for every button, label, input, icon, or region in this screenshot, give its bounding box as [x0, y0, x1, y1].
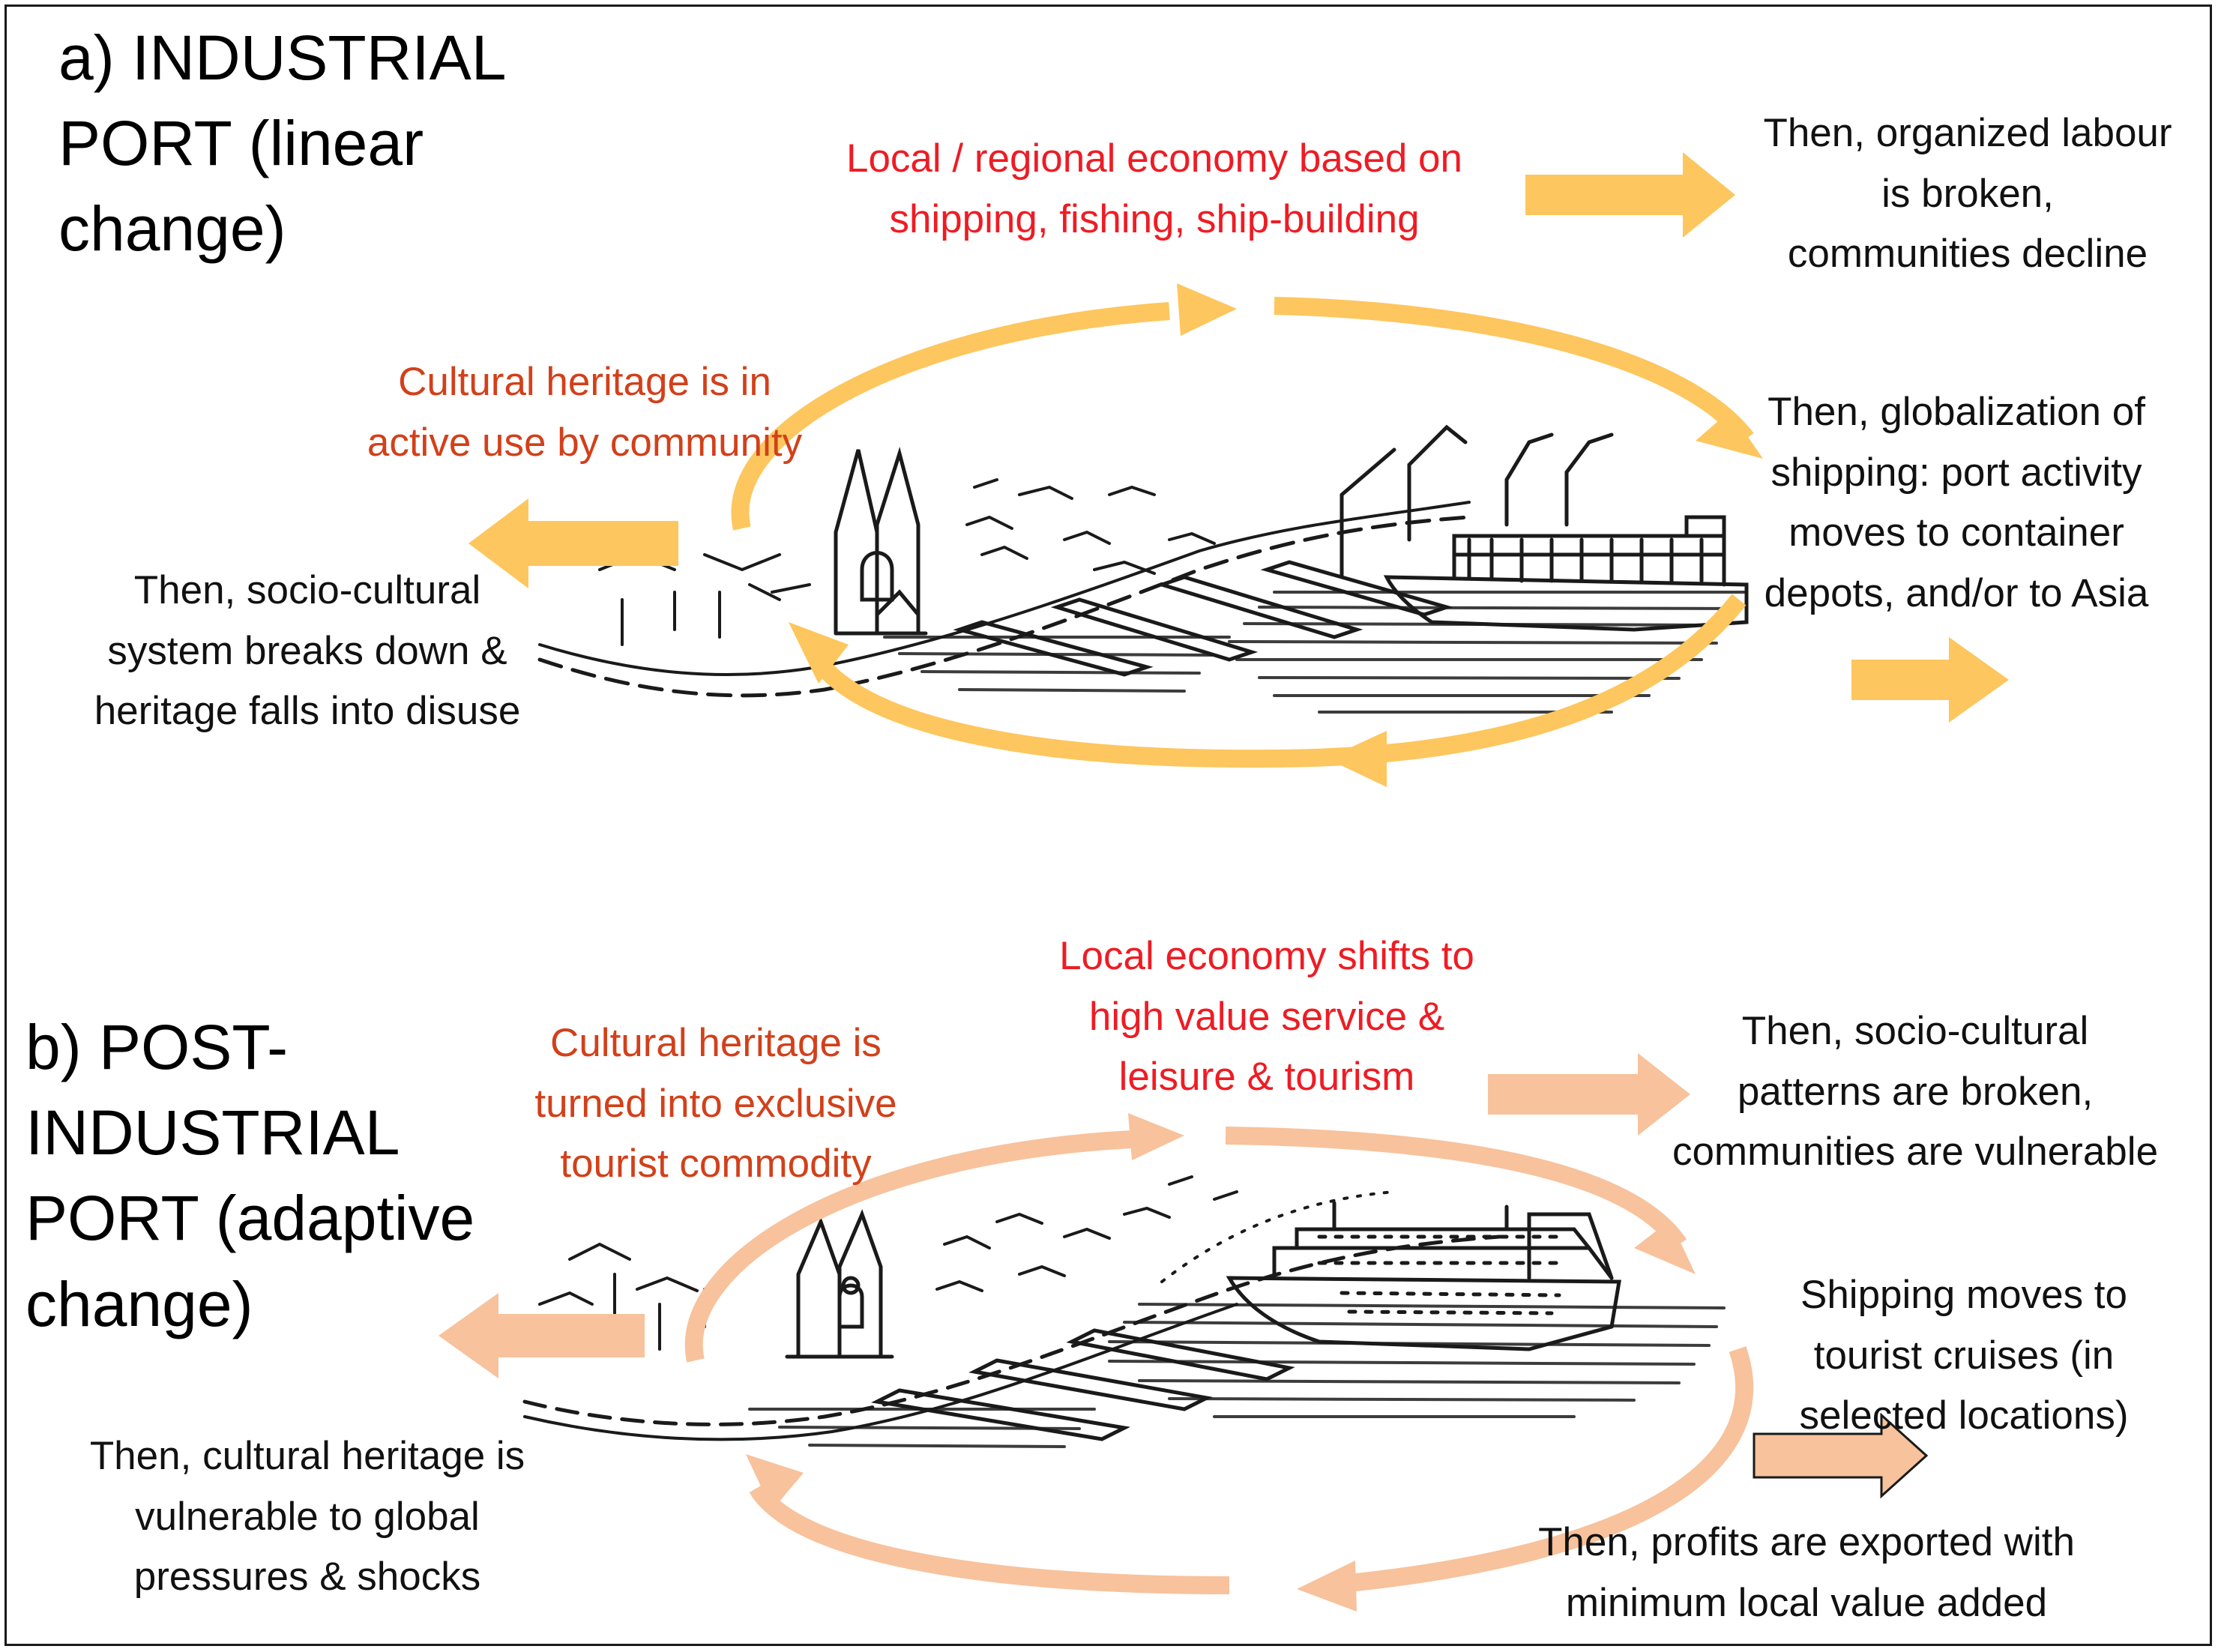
cycle-arrow-bottom-left	[810, 654, 1275, 768]
cycle-arrow-b-bottom	[749, 1483, 1230, 1594]
block-arrow-breakdown	[468, 498, 678, 588]
cycle-arrow-top-right	[1274, 297, 1754, 444]
block-arrow-labour	[1525, 152, 1735, 238]
piers-b	[871, 1328, 1295, 1441]
cranes-a	[1339, 424, 1614, 579]
houses-a	[598, 552, 811, 646]
figure-frame	[4, 4, 2212, 1646]
church-b	[785, 1209, 894, 1359]
industrial-port-sketch	[537, 424, 1749, 714]
panel-a-labour-label: Then, organized labour is broken, commun…	[1763, 111, 2172, 277]
panel-b-heritage-label: Cultural heritage is turned into exclusi…	[534, 1021, 897, 1187]
panel-b-cruises-label: Shipping moves to tourist cruises (in se…	[1799, 1273, 2129, 1438]
container-ship-a	[1383, 515, 1749, 632]
water-hatching-b	[748, 1303, 1726, 1448]
panel-b-block-arrows	[439, 1053, 1929, 1499]
panel-b-economy-label: Local economy shifts to high value servi…	[1059, 934, 1474, 1100]
panel-b-profits-label: Then, profits are exported with minimum …	[1538, 1520, 2075, 1625]
panel-a-block-arrows	[468, 152, 2009, 723]
panel-b-cycle-arrows	[684, 1127, 1754, 1594]
roof-marks-b	[935, 1175, 1238, 1292]
panel-a-title: a) INDUSTRIAL PORT (linear change)	[58, 22, 507, 265]
panel-a-heritage-label: Cultural heritage is in active use by co…	[367, 360, 803, 465]
cycle-arrow-b-right	[1348, 1346, 1754, 1592]
panel-a-economy-label: Local / regional economy based on shippi…	[846, 136, 1463, 241]
panel-b-title: b) POST- INDUSTRIAL PORT (adaptive chang…	[25, 1012, 475, 1339]
coast-dots-b	[1160, 1190, 1396, 1283]
cruise-ship-b	[1226, 1201, 1621, 1351]
panel-b-arrowheads	[746, 1113, 1696, 1612]
panel-a-arrowheads	[789, 283, 1763, 787]
roof-marks-a	[965, 478, 1216, 575]
cycle-arrow-top-left	[731, 302, 1170, 531]
block-arrow-globalization	[1851, 637, 2009, 723]
shoreline-a	[537, 515, 1471, 698]
cycle-arrow-b-top-left	[684, 1130, 1133, 1363]
piers-a	[953, 560, 1453, 677]
block-arrow-cruises	[1753, 1412, 1929, 1499]
panel-a-breakdown-label: Then, socio-cultural system breaks down …	[94, 568, 521, 734]
panel-b-patterns-label: Then, socio-cultural patterns are broken…	[1672, 1009, 2159, 1175]
panel-a-globalization-label: Then, globalization of shipping: port ac…	[1764, 390, 2149, 615]
panel-a-cycle-arrows	[731, 297, 1754, 768]
panel-b-vulnerable-label: Then, cultural heritage is vulnerable to…	[89, 1434, 525, 1600]
shoreline-b	[522, 1235, 1501, 1426]
cycle-arrow-b-top-right	[1225, 1127, 1687, 1249]
church-a	[834, 447, 928, 636]
block-arrow-vulnerable	[439, 1293, 645, 1378]
block-arrow-patterns	[1488, 1053, 1690, 1136]
